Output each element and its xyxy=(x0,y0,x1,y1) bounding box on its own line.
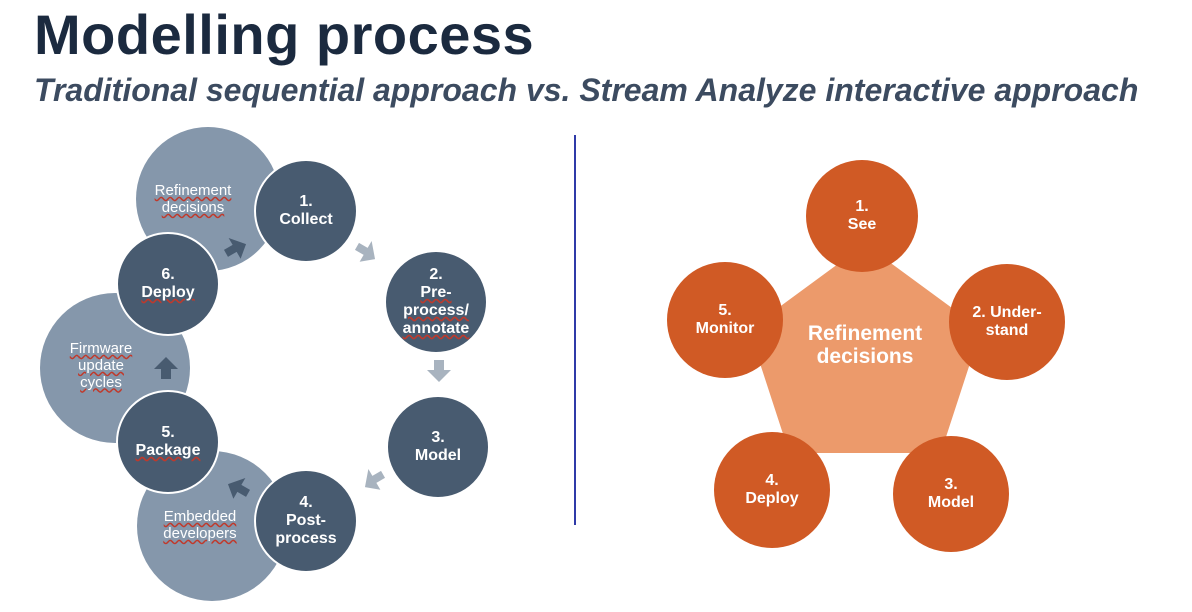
arrow-icon xyxy=(227,477,251,499)
step-package: 5. Package xyxy=(116,390,220,494)
divider xyxy=(574,135,576,525)
step-collect: 1. Collect xyxy=(254,159,358,263)
step-understand: 2. Under- stand xyxy=(949,264,1065,380)
step-deploy: 6. Deploy xyxy=(116,232,220,336)
arrow-icon xyxy=(364,468,386,490)
step-see: 1. See xyxy=(806,160,918,272)
arrow-icon xyxy=(354,240,376,262)
step-monitor: 5. Monitor xyxy=(667,262,783,378)
refinement-decisions-label: Refinement decisions xyxy=(807,322,923,369)
arrow-icon xyxy=(223,237,247,259)
page-subtitle: Traditional sequential approach vs. Stre… xyxy=(34,72,1139,108)
step-preprocess-annotate: 2. Pre- process/ annotate xyxy=(384,250,488,354)
arrow-icon xyxy=(154,357,178,379)
step-post-process: 4. Post- process xyxy=(254,469,358,573)
step-deploy-right: 4. Deploy xyxy=(714,432,830,548)
arrow-icon xyxy=(427,360,451,382)
step-model-right: 3. Model xyxy=(893,436,1009,552)
refinement-pentagon xyxy=(752,253,978,453)
step-model: 3. Model xyxy=(386,395,490,499)
page-title: Modelling process xyxy=(34,3,535,66)
